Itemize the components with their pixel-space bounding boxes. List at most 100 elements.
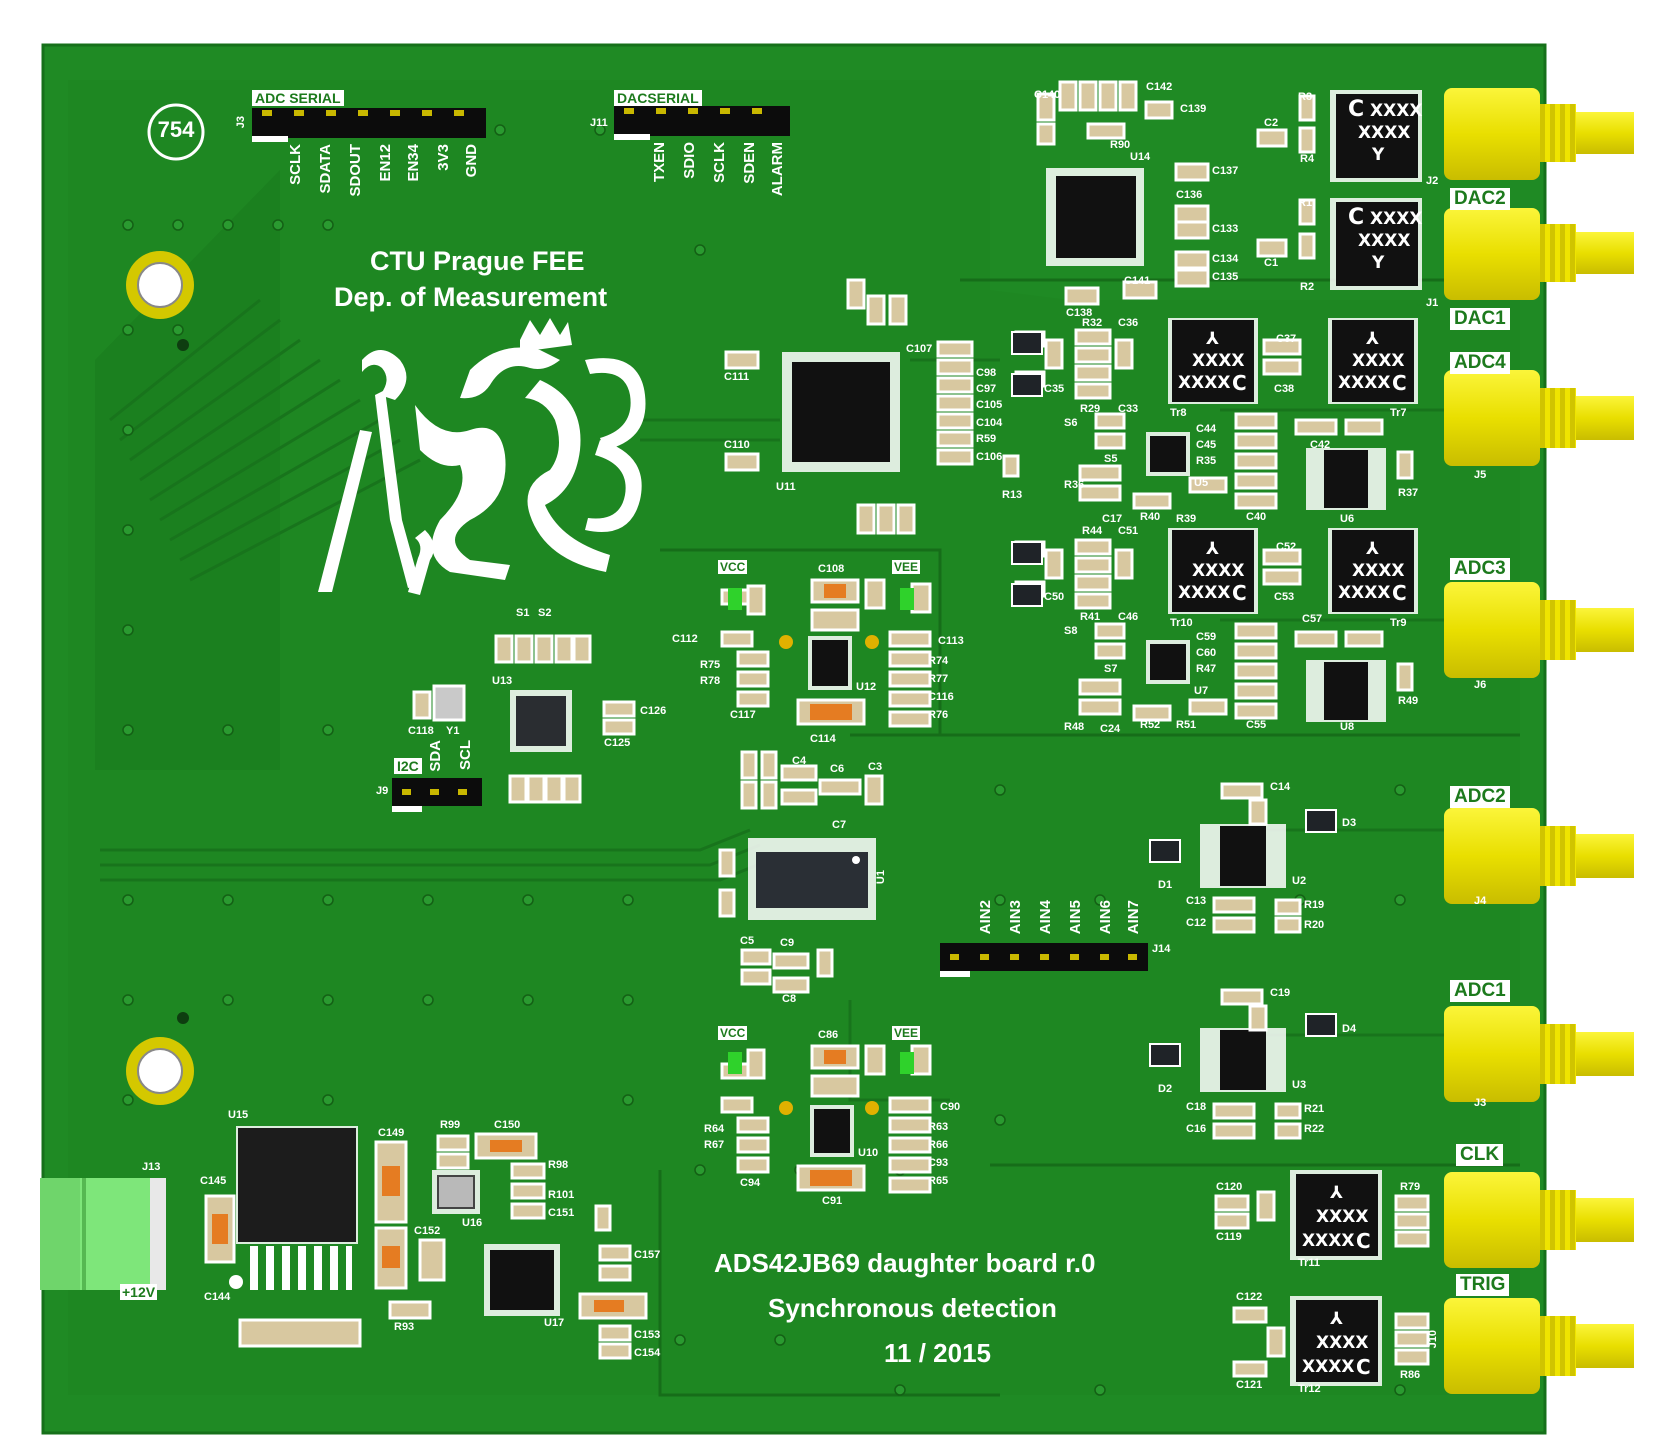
- ref-c153: C153: [634, 1329, 661, 1341]
- ref-d4: D4: [1342, 1023, 1357, 1035]
- header-j3[interactable]: [252, 108, 486, 142]
- sma-connector-adc3[interactable]: [1444, 582, 1634, 678]
- j10-ref: J10: [1427, 1330, 1439, 1349]
- ic-u16: [432, 1170, 480, 1214]
- ref-c55: C55: [1246, 719, 1267, 731]
- ref-c154: C154: [634, 1347, 661, 1359]
- ref-c4: C4: [792, 755, 807, 767]
- ref-c3: C3: [868, 761, 883, 773]
- transformer-tr10: [1168, 528, 1258, 614]
- ic-u11: [782, 352, 900, 472]
- ref-r1: R1: [1298, 197, 1313, 209]
- tr7-l1: XXXX: [1352, 351, 1404, 371]
- ref-s1: S1: [516, 607, 530, 619]
- ref-c52: C52: [1276, 541, 1297, 553]
- ref-r44: R44: [1082, 525, 1103, 537]
- ref-r86: R86: [1400, 1369, 1421, 1381]
- header-j9[interactable]: [392, 778, 482, 812]
- tr7-l2: XXXX: [1338, 373, 1390, 393]
- ref-r20: R20: [1304, 919, 1325, 931]
- ref-d3: D3: [1342, 817, 1357, 829]
- ref-c90: C90: [940, 1101, 961, 1113]
- ref-c117: C117: [730, 709, 756, 721]
- ic-u5: [1146, 432, 1190, 476]
- tr11-lambda: ⅄: [1330, 1183, 1343, 1203]
- tr8-l1: XXXX: [1192, 351, 1244, 371]
- ref-c17: C17: [1102, 513, 1123, 525]
- ref-u1: U1: [875, 870, 887, 885]
- ic-u2: [1200, 824, 1286, 888]
- vcc-label-2: VCC: [718, 1026, 748, 1040]
- pin-label-sda: SDA: [427, 740, 444, 772]
- ref-c38: C38: [1274, 383, 1295, 395]
- sma-connector-dac2[interactable]: [1444, 88, 1634, 180]
- ref-u5: U5: [1194, 477, 1209, 489]
- ic-u7: [1146, 640, 1190, 684]
- transformer-dac2: [1330, 90, 1422, 182]
- mounting-hole: [126, 1037, 194, 1105]
- ref-c94: C94: [740, 1177, 761, 1189]
- pin-label-sclk: SCLK: [287, 144, 304, 185]
- ref-c14: C14: [1270, 781, 1291, 793]
- pin-label-en34: EN34: [405, 144, 422, 182]
- ref-c24: C24: [1100, 723, 1121, 735]
- label-dac2: DAC2: [1450, 188, 1510, 210]
- ref-c105: C105: [976, 399, 1003, 411]
- ref-c138: C138: [1066, 307, 1093, 319]
- transformer-tr7: [1328, 318, 1418, 404]
- tr8-lambda: ⅄: [1206, 329, 1219, 349]
- header-j14[interactable]: [940, 943, 1148, 977]
- tr9-c: C: [1392, 581, 1407, 605]
- ref-r98: R98: [548, 1159, 569, 1171]
- pin-label-ain6: AIN6: [1097, 900, 1114, 935]
- ref-r93: R93: [394, 1321, 415, 1333]
- ref-c35: C35: [1044, 383, 1065, 395]
- pin-label-alarm: ALARM: [769, 142, 786, 197]
- tr10-lambda: ⅄: [1206, 539, 1219, 559]
- ref-c7: C7: [832, 819, 847, 831]
- i2c-title: I2C: [394, 758, 422, 775]
- sma-connector-trig[interactable]: [1444, 1298, 1634, 1394]
- ref-c122: C122: [1236, 1291, 1263, 1303]
- ref-c112: C112: [672, 633, 698, 645]
- ref-c137: C137: [1212, 165, 1239, 177]
- ref-c149: C149: [378, 1127, 405, 1139]
- sma-connector-adc2[interactable]: [1444, 808, 1634, 904]
- ref-c107: C107: [906, 343, 933, 355]
- tr11-l1: XXXX: [1316, 1207, 1368, 1227]
- board-date: 11 / 2015: [884, 1338, 991, 1368]
- ref-c93: C93: [928, 1157, 949, 1169]
- ref-c113: C113: [938, 635, 964, 647]
- ref-c2: C2: [1264, 117, 1279, 129]
- board-subtitle: Synchronous detection: [768, 1293, 1057, 1323]
- transformer-tr11: [1290, 1170, 1382, 1260]
- tr7-c: C: [1392, 371, 1407, 395]
- ref-r90: R90: [1110, 139, 1131, 151]
- vcc-label-1: VCC: [718, 560, 748, 574]
- pin-label-sclk-dac: SCLK: [711, 142, 728, 183]
- sma-connector-adc4[interactable]: [1444, 370, 1634, 466]
- crystal-y1: [432, 684, 466, 722]
- ref-r39: R39: [1176, 513, 1197, 525]
- ref-c50: C50: [1044, 591, 1065, 603]
- ref-u8: U8: [1340, 721, 1355, 733]
- ref-c12: C12: [1186, 917, 1207, 929]
- ref-c140: C140: [1034, 89, 1061, 101]
- ref-c18: C18: [1186, 1101, 1207, 1113]
- sma-connector-adc1[interactable]: [1444, 1006, 1634, 1102]
- sma-connector-dac1[interactable]: [1444, 208, 1634, 300]
- j13-ref: J13: [142, 1161, 161, 1173]
- pin-label-ain7: AIN7: [1125, 900, 1142, 935]
- ref-tr11: Tr11: [1298, 1257, 1321, 1269]
- transformer-tr12: [1290, 1296, 1382, 1386]
- power-terminal-j13[interactable]: [40, 1178, 166, 1290]
- ic-u8: [1306, 660, 1386, 722]
- ref-s7: S7: [1104, 663, 1118, 675]
- ref-c19: C19: [1270, 987, 1291, 999]
- header-j11[interactable]: [614, 106, 790, 140]
- power-label: +12V: [120, 1284, 158, 1300]
- tr8-c: C: [1232, 371, 1247, 395]
- adc-serial-title: ADC SERIAL: [252, 90, 344, 107]
- sma-connector-clk[interactable]: [1444, 1172, 1634, 1268]
- transformer-tr9: [1328, 528, 1418, 614]
